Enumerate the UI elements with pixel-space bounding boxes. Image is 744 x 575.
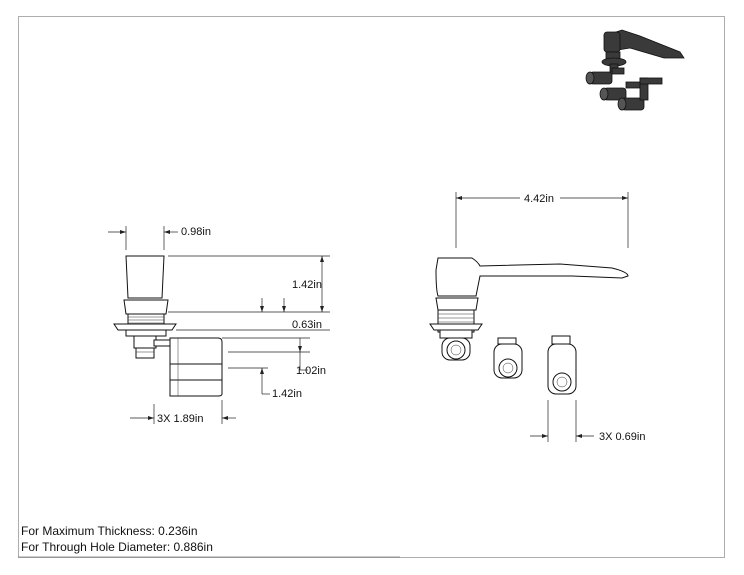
isometric-preview bbox=[585, 29, 685, 111]
dim-lever-width: 0.98in bbox=[181, 226, 211, 238]
dim-cam-width-right: 3X 0.69in bbox=[599, 431, 645, 443]
dim-cam-offset: 1.02in bbox=[296, 365, 326, 377]
dim-handle-height: 1.42in bbox=[292, 279, 322, 291]
front-view bbox=[429, 257, 629, 395]
front-view-dimensions bbox=[455, 192, 629, 442]
side-view bbox=[113, 255, 223, 397]
dim-cam-width-left: 3X 1.89in bbox=[157, 413, 203, 425]
note-max-thickness: For Maximum Thickness: 0.236in bbox=[21, 524, 198, 538]
dim-handle-length: 4.42in bbox=[524, 193, 554, 205]
dim-cam-length: 1.42in bbox=[272, 388, 302, 400]
note-through-hole: For Through Hole Diameter: 0.886in bbox=[21, 540, 213, 554]
sheet-border bbox=[18, 16, 725, 558]
dim-body-height: 0.63in bbox=[292, 319, 322, 331]
side-view-dimensions bbox=[108, 226, 330, 424]
